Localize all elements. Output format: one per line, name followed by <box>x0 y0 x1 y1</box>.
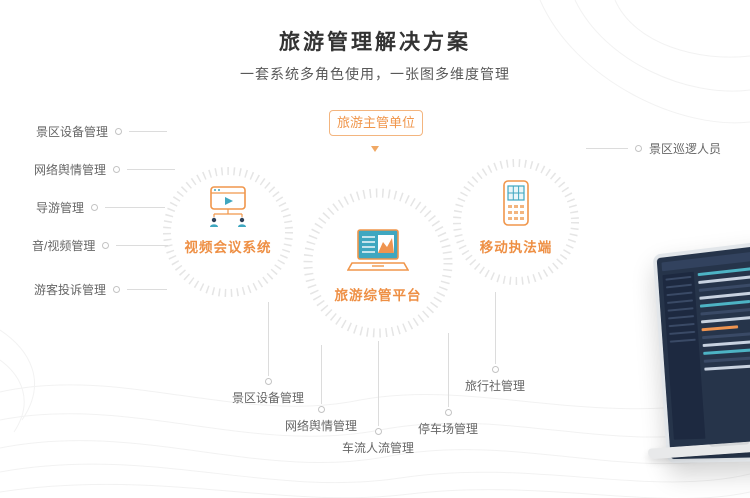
connector-line <box>129 130 168 132</box>
connector-dot <box>317 406 325 413</box>
callout-network-opinion-left: 网络舆情管理 <box>34 161 176 177</box>
callout-label: 网络舆情管理 <box>34 162 107 177</box>
callout-label: 景区设备管理 <box>231 391 304 405</box>
node-platform: 旅游综管平台 <box>318 228 438 304</box>
node-video-conference: 视频会议系统 <box>168 186 288 256</box>
callout-tourist-complaint: 游客投诉管理 <box>34 281 168 297</box>
connector-dot <box>91 203 99 211</box>
callout-label: 音/视频管理 <box>32 238 96 253</box>
connector-line <box>267 302 269 376</box>
callout-scenic-equipment-bottom: 景区设备管理 <box>218 302 318 406</box>
platform-node-ring <box>303 188 453 338</box>
video-node-ring <box>163 167 293 297</box>
callout-label: 车流人流管理 <box>341 441 414 455</box>
callout-label: 网络舆情管理 <box>284 419 357 433</box>
callout-traffic-flow: 车流人流管理 <box>328 341 428 456</box>
laptop-mockup <box>637 232 750 498</box>
laptop-screen <box>652 237 750 464</box>
node-label: 旅游综管平台 <box>334 288 422 303</box>
connector-line <box>494 292 496 364</box>
callout-label: 导游管理 <box>36 200 85 215</box>
node-mobile-enforcement: 移动执法端 <box>456 180 576 256</box>
node-label: 视频会议系统 <box>184 240 272 255</box>
video-conference-icon <box>210 186 246 227</box>
laptop-chart-icon <box>347 229 409 271</box>
callout-label: 停车场管理 <box>417 422 478 436</box>
callout-audio-video: 音/视频管理 <box>32 237 169 253</box>
connector-line <box>320 345 322 404</box>
page-title: 旅游管理解决方案 <box>279 31 471 54</box>
connector-dot <box>115 127 123 135</box>
connector-line <box>105 206 166 208</box>
callout-label: 游客投诉管理 <box>34 282 107 297</box>
connector-line <box>116 244 169 246</box>
callout-label: 旅行社管理 <box>464 379 525 393</box>
page-subtitle: 一套系统多角色使用，一张图多维度管理 <box>240 66 510 82</box>
connector-line <box>127 288 168 290</box>
connector-dot <box>444 409 452 416</box>
callout-patrol-staff: 景区巡逻人员 <box>586 140 721 156</box>
chevron-down-icon <box>371 146 379 152</box>
connector-line <box>586 147 628 149</box>
callout-scenic-equipment-left: 景区设备管理 <box>36 123 168 139</box>
handheld-device-icon <box>503 180 529 226</box>
callout-tour-guide: 导游管理 <box>36 199 166 215</box>
mobile-node-ring <box>453 159 579 285</box>
callout-travel-agency: 旅行社管理 <box>445 292 545 394</box>
callout-label: 景区设备管理 <box>36 124 109 139</box>
node-label: 移动执法端 <box>479 240 553 255</box>
connector-dot <box>264 378 272 385</box>
connector-dot <box>635 144 642 152</box>
connector-dot <box>113 165 121 173</box>
connector-dot <box>102 241 110 249</box>
connector-line <box>377 341 379 426</box>
connector-dot <box>113 285 121 293</box>
callout-parking-lot: 停车场管理 <box>398 333 498 437</box>
connector-line <box>447 333 449 407</box>
connector-dot <box>491 366 499 373</box>
callout-network-opinion-bottom: 网络舆情管理 <box>271 345 371 434</box>
callout-label: 景区巡逻人员 <box>649 141 722 156</box>
connector-dot <box>374 428 382 435</box>
connector-line <box>127 168 176 170</box>
authority-badge: 旅游主管单位 <box>329 110 423 136</box>
